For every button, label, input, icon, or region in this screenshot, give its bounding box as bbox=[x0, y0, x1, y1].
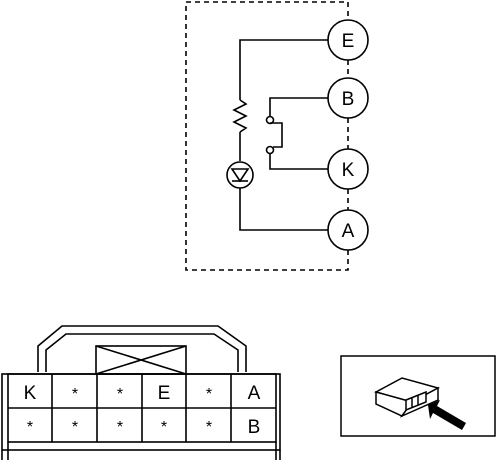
wire-e-resistor bbox=[239, 39, 328, 100]
pin-label: * bbox=[27, 419, 33, 436]
terminal-e-label: E bbox=[342, 31, 355, 52]
connector-latch-inner bbox=[45, 333, 239, 372]
led-symbol bbox=[226, 161, 254, 189]
connector-key-cross bbox=[95, 345, 187, 375]
pin-label: * bbox=[206, 386, 212, 403]
connector-foot-inner bbox=[7, 442, 277, 460]
terminal-a-label: A bbox=[342, 221, 355, 242]
resistor-symbol bbox=[232, 99, 248, 133]
terminal-e-circle bbox=[327, 19, 369, 61]
connector-port bbox=[405, 390, 427, 412]
wire-b-switch bbox=[269, 97, 328, 116]
wire-led-a bbox=[239, 188, 328, 231]
connector-foot bbox=[1, 450, 281, 460]
component-boundary-dashed bbox=[185, 1, 349, 271]
connector-port-slots bbox=[411, 395, 419, 407]
terminal-a-circle bbox=[327, 209, 369, 251]
pin-label: E bbox=[158, 383, 171, 404]
pin-label: K bbox=[24, 383, 37, 404]
connector-grid bbox=[8, 374, 276, 442]
pin-label: A bbox=[248, 383, 261, 404]
pin-label: * bbox=[117, 419, 123, 436]
connector-face bbox=[1, 325, 281, 460]
connector-body-outer bbox=[1, 373, 281, 451]
switch-contact-bottom bbox=[265, 145, 275, 155]
circuit-schematic bbox=[185, 1, 369, 271]
pin-label: * bbox=[72, 419, 78, 436]
pin-label: * bbox=[72, 386, 78, 403]
pin-label: B bbox=[248, 417, 261, 438]
terminal-b-circle bbox=[327, 77, 369, 119]
led-triangle bbox=[230, 168, 250, 183]
connector-latch bbox=[37, 325, 247, 372]
connector-location-inset bbox=[340, 355, 496, 437]
switch-actuator bbox=[270, 122, 283, 148]
terminal-k-circle bbox=[327, 148, 369, 190]
pin-label: * bbox=[206, 419, 212, 436]
pin-label: * bbox=[117, 386, 123, 403]
terminal-b-label: B bbox=[342, 89, 355, 110]
terminal-k-label: K bbox=[342, 160, 355, 181]
pin-label: * bbox=[161, 419, 167, 436]
arrow-icon bbox=[428, 400, 466, 430]
wire-switch-k bbox=[269, 154, 328, 170]
